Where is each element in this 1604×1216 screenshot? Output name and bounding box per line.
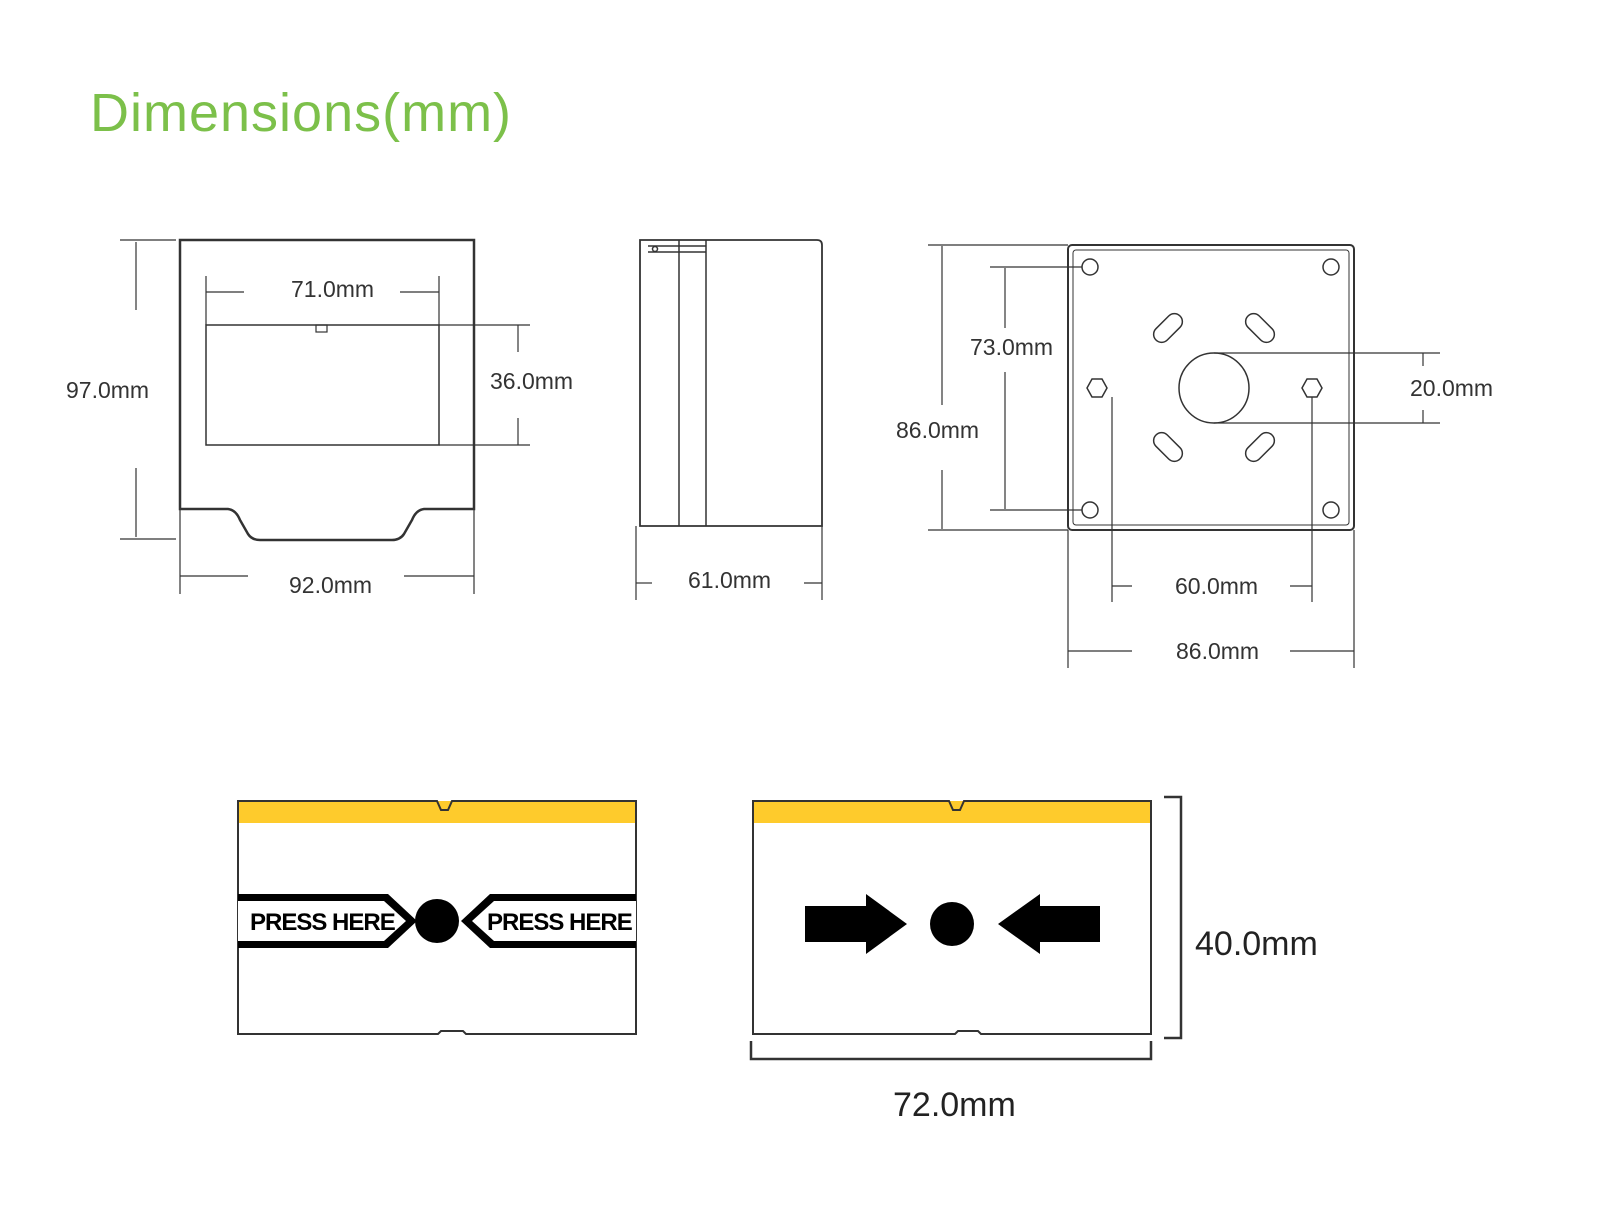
arrow-right-icon — [805, 894, 907, 954]
dot-icon — [415, 899, 459, 943]
side-view-outline — [639, 239, 823, 527]
label-arrows — [749, 795, 1183, 1061]
page-title: Dimensions(mm) — [90, 83, 513, 143]
yellow-stripe — [753, 801, 1151, 823]
press-here-left-text: PRESS HERE — [250, 909, 396, 936]
corner-hole — [1322, 501, 1340, 519]
front-height-label: 97.0mm — [66, 377, 149, 403]
back-view-outline — [1067, 244, 1355, 531]
hex-hole — [1086, 378, 1108, 398]
back-hole-spacing-v-label: 73.0mm — [970, 334, 1053, 360]
hex-hole — [1301, 378, 1323, 398]
back-width-label: 86.0mm — [1176, 638, 1259, 664]
yellow-stripe — [238, 801, 636, 823]
back-view — [928, 244, 1440, 668]
back-center-hole-label: 20.0mm — [1410, 375, 1493, 401]
corner-hole — [1081, 258, 1099, 276]
slot — [1244, 312, 1276, 344]
dot-icon — [930, 902, 974, 946]
slot — [1244, 431, 1276, 463]
label-width-label: 72.0mm — [893, 1086, 1016, 1124]
label-height-label: 40.0mm — [1195, 925, 1318, 963]
front-view-window — [205, 324, 440, 446]
corner-hole — [1081, 501, 1099, 519]
front-width-label: 92.0mm — [289, 572, 372, 598]
front-view-tab — [315, 324, 328, 333]
back-height-label: 86.0mm — [896, 417, 979, 443]
press-here-right-text: PRESS HERE — [487, 909, 633, 936]
front-view-outline — [178, 238, 476, 542]
front-view — [120, 238, 530, 594]
side-depth-label: 61.0mm — [688, 567, 771, 593]
label-press-here — [237, 800, 637, 1035]
corner-hole — [1322, 258, 1340, 276]
back-hole-spacing-h-label: 60.0mm — [1175, 573, 1258, 599]
center-hole — [1178, 352, 1250, 424]
front-window-height-label: 36.0mm — [490, 368, 573, 394]
slot — [1152, 431, 1184, 463]
side-view — [635, 239, 823, 600]
front-window-width-label: 71.0mm — [291, 276, 374, 302]
arrow-left-icon — [998, 894, 1100, 954]
slot — [1152, 312, 1184, 344]
